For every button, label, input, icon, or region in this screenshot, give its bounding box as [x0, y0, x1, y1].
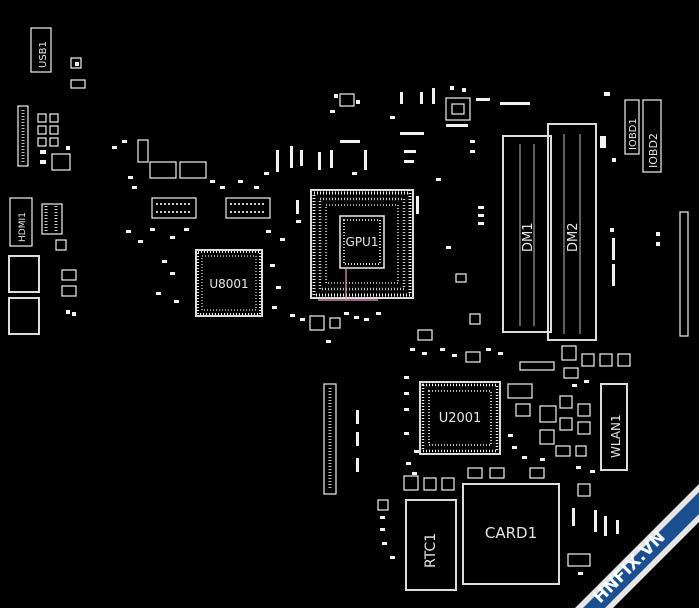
pch-right-passives — [507, 380, 595, 473]
hdmi1-label: HDMI1 — [18, 212, 28, 242]
left-square-connectors — [8, 255, 77, 335]
u8001-chip[interactable]: U8001 — [195, 249, 263, 317]
pch-bottom-passives — [377, 467, 545, 559]
dm1-memory-slot[interactable]: DM1 — [502, 135, 552, 333]
wlan1-connector[interactable]: WLAN1 — [600, 383, 628, 471]
gpu1-chip[interactable]: GPU1 — [310, 189, 414, 301]
gpu1-label: GPU1 — [346, 235, 379, 249]
vram-pads-row — [151, 197, 271, 219]
gpu-passives-scatter — [112, 139, 303, 317]
left-small-components — [37, 113, 71, 171]
u8001-label: U8001 — [209, 277, 248, 291]
rtc1-battery[interactable]: RTC1 — [405, 499, 457, 591]
hdmi1-connector[interactable]: HDMI1 — [9, 197, 67, 251]
iobd2-label: IOBD2 — [647, 133, 660, 168]
usb1-label: USB1 — [38, 41, 49, 68]
left-edge-fpc-connector — [17, 105, 29, 167]
watermark-ribbon: HNFIX.VN — [575, 484, 699, 608]
wlan1-label: WLAN1 — [609, 414, 623, 458]
top-center-parts — [330, 86, 530, 163]
left-middle-connector — [323, 383, 359, 495]
rtc1-label: RTC1 — [423, 533, 439, 568]
watermark-text: HNFIX.VN — [589, 527, 669, 607]
u2001-label: U2001 — [439, 411, 482, 426]
gpu-bottom-passives — [300, 140, 381, 343]
usb1-connector[interactable]: USB1 — [30, 27, 52, 73]
dm1-label: DM1 — [521, 223, 536, 253]
misc-small-parts-top-left — [70, 57, 86, 89]
card1-label: CARD1 — [485, 524, 537, 542]
iobd-connectors[interactable]: IOBD1 IOBD2 — [624, 99, 662, 173]
dm2-memory-slot[interactable]: DM2 — [547, 123, 597, 341]
pch-top-passives — [404, 329, 631, 475]
card1-reader[interactable]: CARD1 — [462, 483, 560, 585]
right-side-parts — [416, 92, 689, 337]
u2001-chip[interactable]: U2001 — [419, 381, 501, 455]
dm2-label: DM2 — [566, 223, 581, 253]
iobd1-label: IOBD1 — [628, 118, 639, 150]
bottom-right-parts — [567, 483, 619, 575]
